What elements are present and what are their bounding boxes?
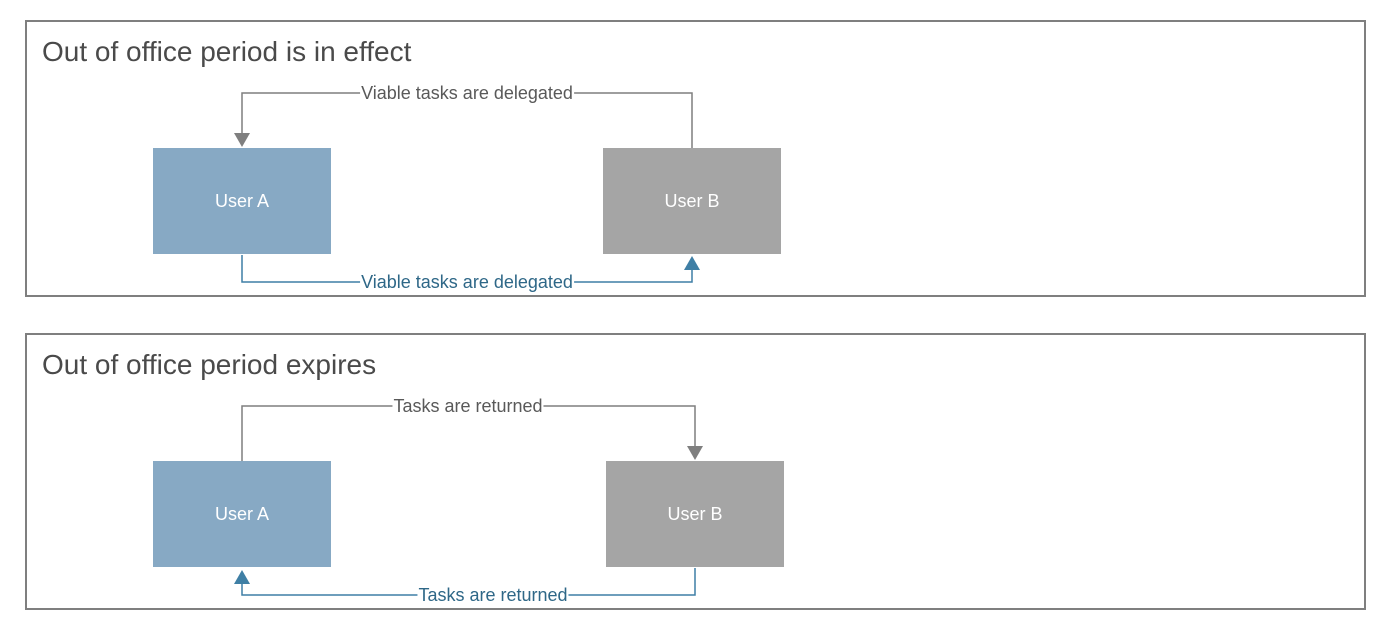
edge-label-bottom: Viable tasks are delegated — [360, 272, 574, 292]
user-b-box: User B — [603, 148, 781, 254]
arrowhead-up-icon — [234, 570, 250, 584]
user-a-box: User A — [153, 148, 331, 254]
user-a-box: User A — [153, 461, 331, 567]
arrowhead-down-icon — [234, 133, 250, 147]
edge-label-bottom: Tasks are returned — [417, 585, 569, 605]
panel-title: Out of office period expires — [42, 349, 377, 380]
user-b-box: User B — [606, 461, 784, 567]
user-b-label: User B — [667, 503, 723, 524]
arrowhead-up-icon — [684, 256, 700, 270]
edge-label-top: Tasks are returned — [392, 396, 544, 416]
user-b-label: User B — [664, 190, 720, 211]
user-a-label: User A — [214, 503, 270, 524]
edge-label-top: Viable tasks are delegated — [360, 83, 574, 103]
user-a-label: User A — [214, 190, 270, 211]
panel-title: Out of office period is in effect — [42, 36, 412, 67]
arrowhead-down-icon — [687, 446, 703, 460]
